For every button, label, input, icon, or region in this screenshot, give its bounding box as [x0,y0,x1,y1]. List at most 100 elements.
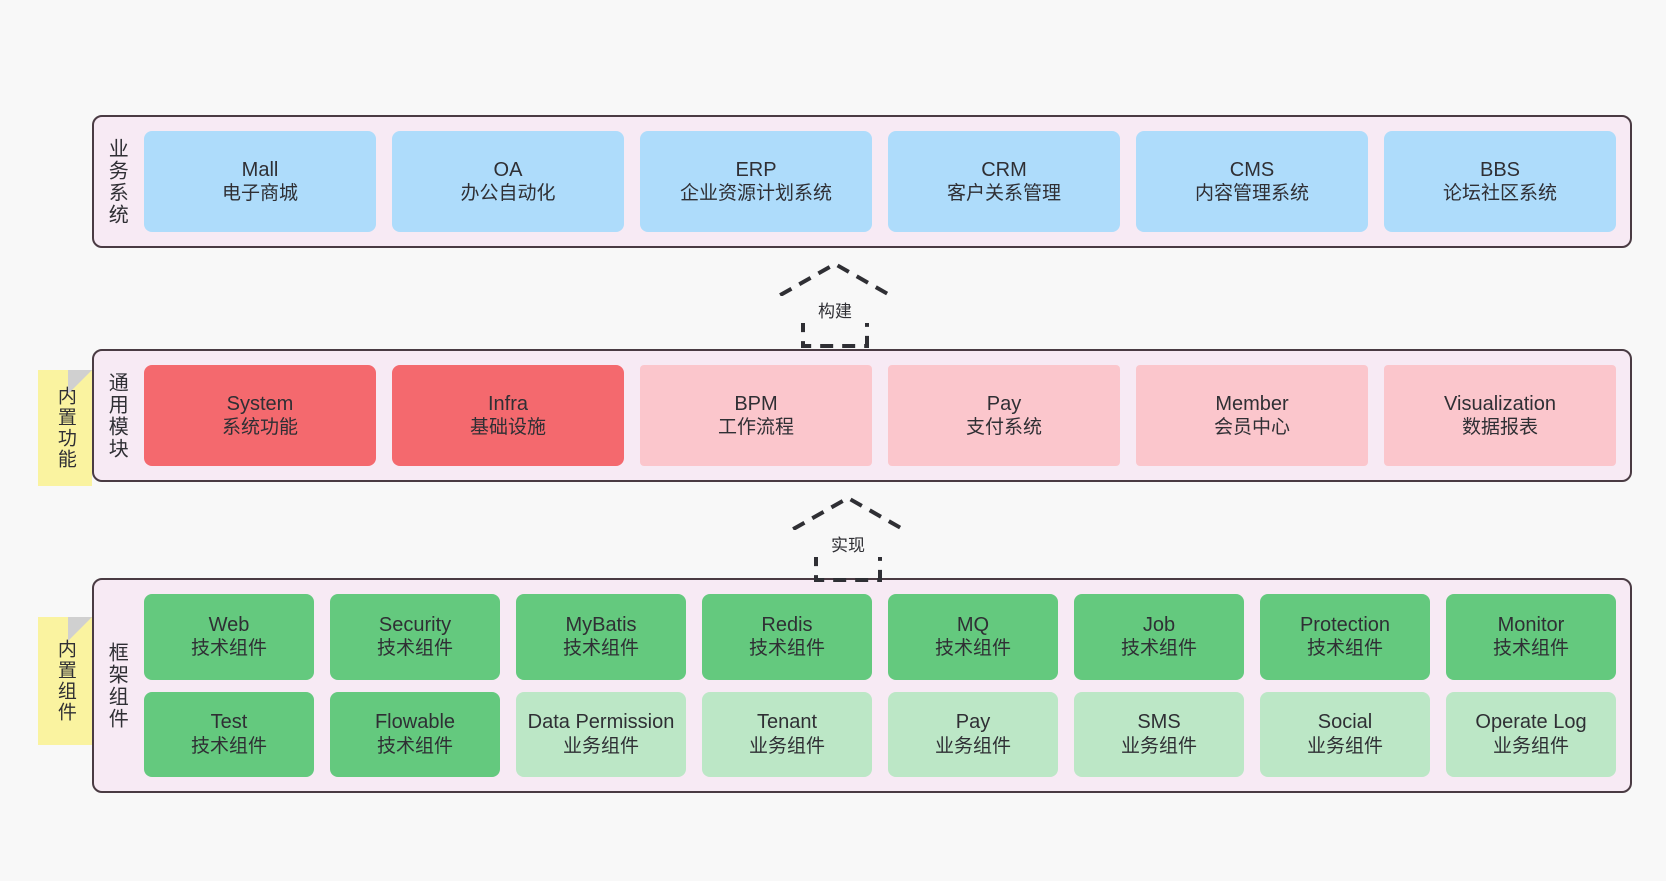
card-title-cn: 技术组件 [1492,638,1569,660]
card-title-cn: 技术组件 [562,638,639,660]
card-title-en: BBS [1479,158,1521,181]
card-title-cn: 技术组件 [190,638,267,660]
card-title-en: System [226,392,294,415]
card-pay-component[interactable]: Pay 业务组件 [888,691,1058,777]
card-cms[interactable]: CMS 内容管理系统 [1136,131,1368,232]
card-title-cn: 技术组件 [934,638,1011,660]
card-title-en: ERP [735,158,777,181]
sticky-note-builtin-components: 内置组件 [38,617,92,745]
sticky-note-builtin-functions: 内置功能 [38,370,92,486]
band-framework-components: 框架组件 Web 技术组件 Security 技术组件 MyBatis 技术组件… [92,578,1632,793]
card-mybatis[interactable]: MyBatis 技术组件 [516,594,686,680]
card-title-cn: 技术组件 [1306,638,1383,660]
card-title-cn: 基础设施 [469,417,546,439]
card-tenant[interactable]: Tenant 业务组件 [702,691,872,777]
card-oa[interactable]: OA 办公自动化 [392,131,624,232]
card-title-cn: 业务组件 [748,735,825,757]
card-mall[interactable]: Mall 电子商城 [144,131,376,232]
framework-row-technical: Web 技术组件 Security 技术组件 MyBatis 技术组件 Redi… [144,594,1616,680]
band-body-business-systems: Mall 电子商城 OA 办公自动化 ERP 企业资源计划系统 CRM 客户关系… [138,117,1630,246]
card-title-en: Member [1215,392,1289,415]
card-title-cn: 办公自动化 [460,183,556,205]
card-title-cn: 工作流程 [717,417,794,439]
card-title-cn: 技术组件 [748,638,825,660]
card-title-cn: 数据报表 [1461,417,1538,439]
card-bpm[interactable]: BPM 工作流程 [640,365,872,466]
card-title-cn: 技术组件 [190,735,267,757]
card-social[interactable]: Social 业务组件 [1260,691,1430,777]
card-title-en: Flowable [374,711,456,734]
card-title-cn: 论坛社区系统 [1442,183,1557,205]
card-test[interactable]: Test 技术组件 [144,691,314,777]
card-redis[interactable]: Redis 技术组件 [702,594,872,680]
card-erp[interactable]: ERP 企业资源计划系统 [640,131,872,232]
card-title-cn: 技术组件 [376,735,453,757]
card-title-en: SMS [1137,711,1181,734]
card-title-cn: 业务组件 [1492,735,1569,757]
card-web[interactable]: Web 技术组件 [144,594,314,680]
card-title-en: Protection [1299,613,1391,636]
card-system[interactable]: System 系统功能 [144,365,376,466]
card-title-cn: 业务组件 [934,735,1011,757]
card-monitor[interactable]: Monitor 技术组件 [1446,594,1616,680]
card-title-en: Pay [955,711,991,734]
card-title-en: Monitor [1497,613,1565,636]
arrow-implement: 实现 [766,492,930,584]
card-member[interactable]: Member 会员中心 [1136,365,1368,466]
card-operate-log[interactable]: Operate Log 业务组件 [1446,691,1616,777]
card-title-cn: 技术组件 [1120,638,1197,660]
card-title-en: Infra [487,392,529,415]
arrow-implement-icon [766,495,930,582]
card-title-en: Pay [986,392,1022,415]
card-pay-module[interactable]: Pay 支付系统 [888,365,1120,466]
card-title-cn: 系统功能 [221,417,298,439]
card-data-permission[interactable]: Data Permission 业务组件 [516,691,686,777]
band-label-business-systems: 业务系统 [105,137,128,226]
arrow-implement-label: 实现 [768,530,928,557]
card-title-cn: 业务组件 [1120,735,1197,757]
card-title-en: Mall [241,158,279,181]
card-title-en: Web [208,613,250,636]
band-body-framework-components: Web 技术组件 Security 技术组件 MyBatis 技术组件 Redi… [138,580,1630,791]
card-bbs[interactable]: BBS 论坛社区系统 [1384,131,1616,232]
card-title-en: OA [493,158,523,181]
card-mq[interactable]: MQ 技术组件 [888,594,1058,680]
framework-row-business: Test 技术组件 Flowable 技术组件 Data Permission … [144,691,1616,777]
card-title-cn: 业务组件 [562,735,639,757]
card-title-en: CMS [1229,158,1275,181]
card-job[interactable]: Job 技术组件 [1074,594,1244,680]
card-title-cn: 内容管理系统 [1194,183,1309,205]
card-title-en: Social [1317,711,1373,734]
card-title-en: Security [378,613,452,636]
band-label-framework-components: 框架组件 [105,641,128,730]
card-title-en: CRM [981,158,1027,181]
card-visualization[interactable]: Visualization 数据报表 [1384,365,1616,466]
card-title-en: Visualization [1444,392,1556,415]
card-sms[interactable]: SMS 业务组件 [1074,691,1244,777]
card-title-cn: 支付系统 [965,417,1042,439]
card-title-cn: 技术组件 [376,638,453,660]
card-crm[interactable]: CRM 客户关系管理 [888,131,1120,232]
band-business-systems: 业务系统 Mall 电子商城 OA 办公自动化 ERP 企业资源计划系统 CRM… [92,115,1632,248]
card-title-en: MQ [956,613,990,636]
card-title-en: Job [1142,613,1176,636]
card-infra[interactable]: Infra 基础设施 [392,365,624,466]
card-title-cn: 电子商城 [221,183,298,205]
band-common-modules: 通用模块 System 系统功能 Infra 基础设施 BPM 工作流程 Pay… [92,349,1632,482]
card-flowable[interactable]: Flowable 技术组件 [330,691,500,777]
card-title-cn: 客户关系管理 [946,183,1061,205]
card-title-cn: 会员中心 [1213,417,1290,439]
sticky-note-label: 内置功能 [54,386,76,470]
card-title-en: Data Permission [527,711,675,734]
sticky-note-label: 内置组件 [54,639,76,723]
card-title-en: MyBatis [565,613,637,636]
card-title-en: Tenant [756,711,818,734]
card-title-en: Redis [761,613,813,636]
card-title-en: Operate Log [1475,711,1587,734]
band-body-common-modules: System 系统功能 Infra 基础设施 BPM 工作流程 Pay 支付系统… [138,351,1630,480]
card-title-en: Test [210,711,248,734]
card-protection[interactable]: Protection 技术组件 [1260,594,1430,680]
card-security[interactable]: Security 技术组件 [330,594,500,680]
arrow-build-icon [753,261,917,348]
